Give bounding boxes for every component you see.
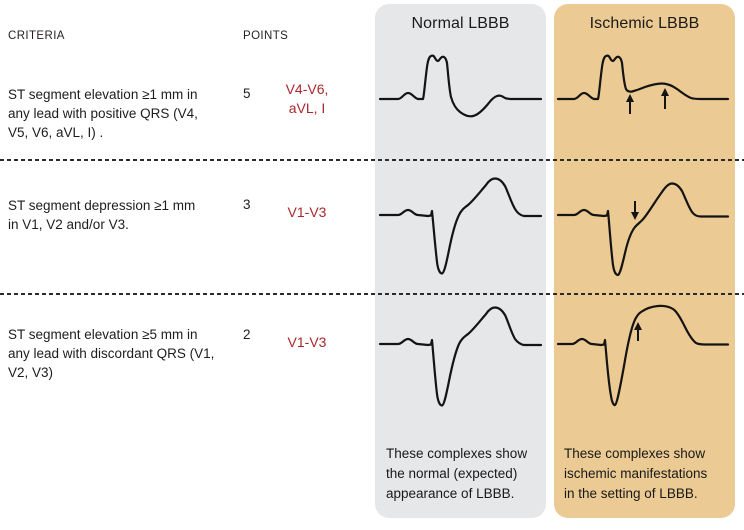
- points-row-1: 5: [243, 86, 251, 101]
- ecg-ischemic-excessive-discordant-elevation: [556, 304, 730, 407]
- normal-column-caption: These complexes show the normal (expecte…: [386, 446, 528, 501]
- points-row-3: 2: [243, 327, 251, 342]
- criteria-header: CRITERIA: [8, 30, 65, 42]
- criteria-row-3: ST segment elevation ≥5 mm in any lead w…: [8, 327, 215, 380]
- leads-row-3: V1-V3: [287, 334, 327, 350]
- ischemic-column-caption: These complexes show ischemic manifestat…: [564, 446, 708, 501]
- row-divider-2: [0, 293, 744, 295]
- ischemic-lbbb-title: Ischemic LBBB: [589, 15, 700, 32]
- criteria-row-1: ST segment elevation ≥1 mm in any lead w…: [8, 87, 198, 140]
- leads-row-2: V1-V3: [287, 204, 327, 220]
- points-row-2: 3: [243, 197, 251, 212]
- ecg-ischemic-concordant-st-elevation: [556, 54, 730, 114]
- ecg-normal-positive-qrs: [378, 54, 543, 118]
- normal-lbbb-column: Normal LBBB: [375, 4, 546, 518]
- ischemic-lbbb-column: Ischemic LBBB: [554, 4, 735, 518]
- criteria-row-2: ST segment depression ≥1 mm in V1, V2 an…: [8, 198, 196, 232]
- ecg-ischemic-st-depression: [556, 182, 730, 277]
- points-header: POINTS: [243, 30, 289, 42]
- ecg-normal-negative-qrs: [378, 177, 543, 275]
- normal-lbbb-title: Normal LBBB: [411, 15, 510, 32]
- row-divider-1: [0, 159, 744, 161]
- leads-row-1: V4-V6, aVL, I: [285, 81, 329, 116]
- ecg-normal-discordant-elevation: [378, 306, 543, 407]
